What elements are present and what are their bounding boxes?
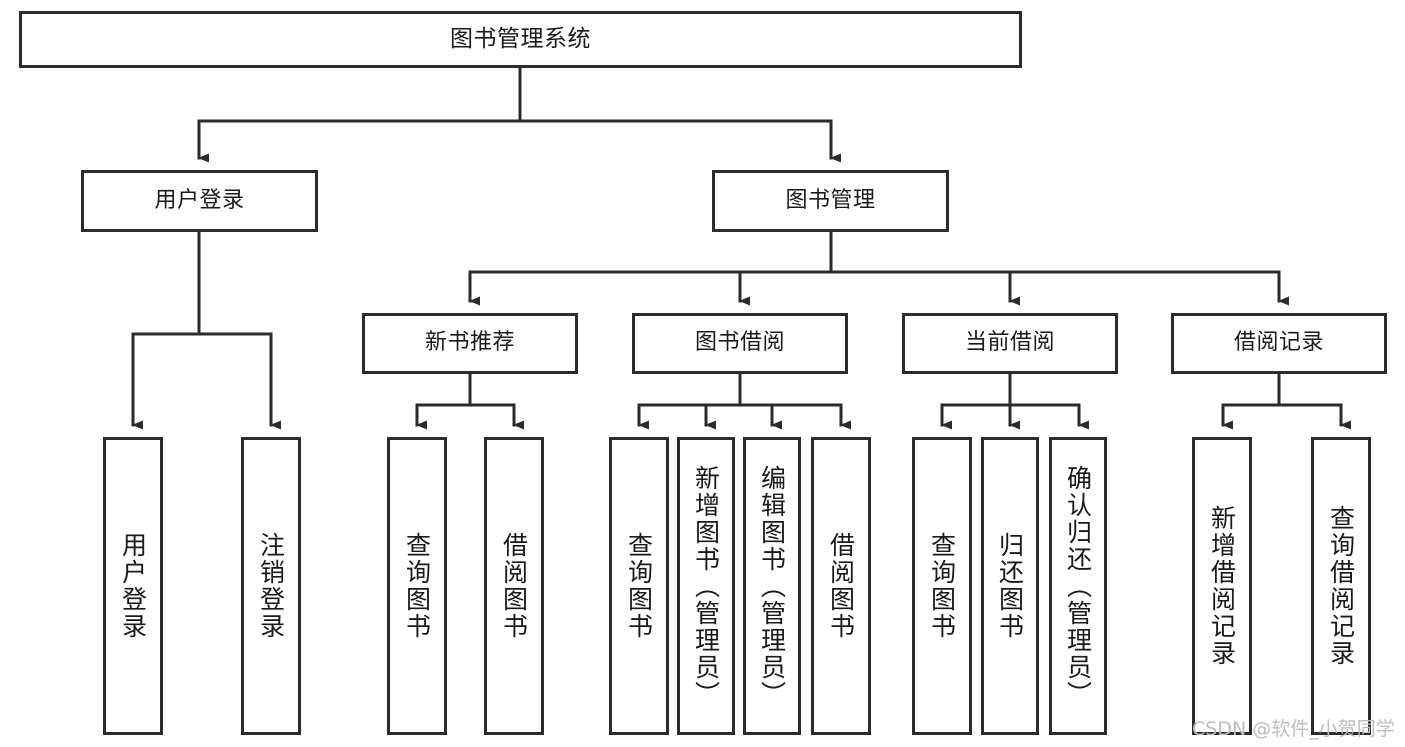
leaf-new-book-borrow-book[interactable]: 借阅图书 [484,437,544,735]
node-book-management[interactable]: 图书管理 [712,170,949,232]
node-label: 图书借阅 [694,330,785,356]
leaf-new-book-query-book[interactable]: 查询图书 [387,437,447,735]
leaf-borrow-records-add-record[interactable]: 新增借阅记录 [1192,437,1252,735]
node-label: 用户登录 [154,187,245,213]
leaf-user-login-logout[interactable]: 注销登录 [241,437,301,735]
node-label: 用户登录 [118,532,148,640]
node-label: 新书推荐 [424,330,515,356]
node-label: 借阅图书 [826,532,856,640]
node-label: 借阅图书 [499,532,529,640]
leaf-borrow-records-query-record[interactable]: 查询借阅记录 [1311,437,1371,735]
node-label: 新增借阅记录 [1207,505,1237,667]
node-label: 新增图书（管理员） [691,464,721,708]
node-label: 查询图书 [624,532,654,640]
leaf-current-borrow-return-book[interactable]: 归还图书 [981,437,1039,735]
node-new-book-recommend[interactable]: 新书推荐 [362,313,578,374]
leaf-user-login-login[interactable]: 用户登录 [103,437,163,735]
leaf-book-borrow-add-book-admin[interactable]: 新增图书（管理员） [677,437,735,735]
node-label: 查询借阅记录 [1326,505,1356,667]
node-label: 归还图书 [995,532,1025,640]
leaf-book-borrow-borrow-book[interactable]: 借阅图书 [811,437,871,735]
node-label: 图书管理系统 [450,25,591,52]
node-label: 当前借阅 [964,330,1055,356]
node-label: 编辑图书（管理员） [757,464,787,708]
leaf-current-borrow-query-book[interactable]: 查询图书 [912,437,972,735]
node-root-book-management-system[interactable]: 图书管理系统 [19,11,1022,68]
node-label: 查询图书 [927,532,957,640]
node-label: 借阅记录 [1233,330,1324,356]
node-label: 查询图书 [402,532,432,640]
node-current-borrow[interactable]: 当前借阅 [902,313,1118,374]
leaf-book-borrow-edit-book-admin[interactable]: 编辑图书（管理员） [743,437,801,735]
node-book-borrow[interactable]: 图书借阅 [632,313,848,374]
node-label: 注销登录 [256,532,286,640]
node-label: 确认归还（管理员） [1063,464,1093,708]
node-label: 图书管理 [785,187,876,213]
node-user-login[interactable]: 用户登录 [81,170,318,232]
leaf-book-borrow-query-book[interactable]: 查询图书 [609,437,669,735]
leaf-current-borrow-confirm-return-admin[interactable]: 确认归还（管理员） [1049,437,1107,735]
node-borrow-records[interactable]: 借阅记录 [1171,313,1387,374]
